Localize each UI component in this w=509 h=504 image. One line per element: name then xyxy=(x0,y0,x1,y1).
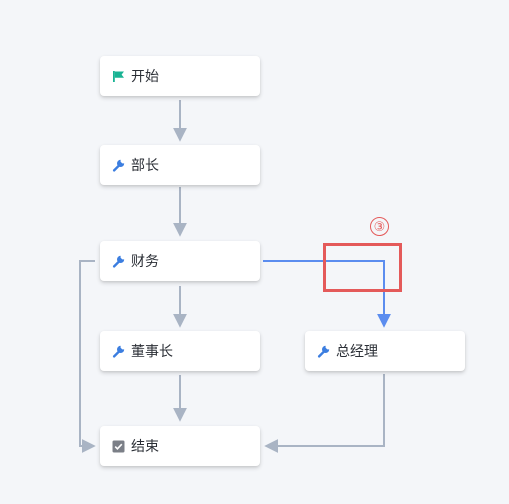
node-label: 部长 xyxy=(131,157,159,173)
node-label: 财务 xyxy=(131,253,159,269)
node-label: 开始 xyxy=(131,68,159,84)
edge-gm-to-end[interactable] xyxy=(264,374,385,453)
node-label: 总经理 xyxy=(336,343,378,359)
node-label: 结束 xyxy=(131,438,159,454)
node-finance[interactable]: 财务 xyxy=(100,241,260,281)
annotation-marker: ③ xyxy=(370,217,389,236)
node-end[interactable]: 结束 xyxy=(100,426,260,466)
node-chairman[interactable]: 董事长 xyxy=(100,331,260,371)
node-label: 董事长 xyxy=(131,343,173,359)
wrench-icon xyxy=(316,344,330,358)
wrench-icon xyxy=(111,254,125,268)
wrench-icon xyxy=(111,344,125,358)
flag-icon xyxy=(111,69,125,83)
node-gm[interactable]: 总经理 xyxy=(305,331,465,371)
edge-finance-to-end[interactable] xyxy=(79,260,96,453)
wrench-icon xyxy=(111,158,125,172)
checkbox-icon xyxy=(111,439,125,453)
node-dept-head[interactable]: 部长 xyxy=(100,145,260,185)
node-start[interactable]: 开始 xyxy=(100,56,260,96)
annotation-highlight-box xyxy=(323,243,402,292)
